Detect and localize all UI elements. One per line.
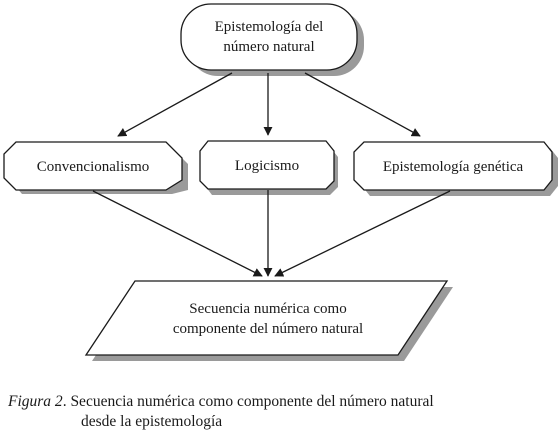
node-convencionalismo-label: Convencionalismo xyxy=(37,159,150,175)
flow-diagram: Epistemología del número natural Convenc… xyxy=(3,3,558,361)
figure-label: Figura 2 xyxy=(8,393,63,410)
arrow-top-to-right xyxy=(304,72,421,137)
caption-line2: desde la epistemología xyxy=(81,413,223,430)
node-epistemologia-genetica-label: Epistemología genética xyxy=(383,159,524,175)
top-node-line2: número natural xyxy=(223,39,314,55)
arrow-top-to-left xyxy=(117,72,233,137)
bottom-node: Secuencia numérica como componente del n… xyxy=(84,280,453,361)
node-logicismo-label: Logicismo xyxy=(235,158,299,174)
top-node: Epistemología del número natural xyxy=(180,3,364,76)
figure-caption: Figura 2. Secuencia numérica como compon… xyxy=(8,392,553,432)
bottom-node-line1: Secuencia numérica como xyxy=(189,301,346,317)
node-convencionalismo: Convencionalismo xyxy=(3,141,188,194)
node-logicismo: Logicismo xyxy=(199,140,338,195)
node-epistemologia-genetica: Epistemología genética xyxy=(353,141,558,196)
arrow-right-to-bottom xyxy=(274,190,451,277)
arrow-left-to-bottom xyxy=(92,190,263,277)
bottom-node-line2: componente del número natural xyxy=(173,321,363,337)
caption-line1: . Secuencia numérica como componente del… xyxy=(62,393,434,410)
top-node-line1: Epistemología del xyxy=(215,19,324,35)
